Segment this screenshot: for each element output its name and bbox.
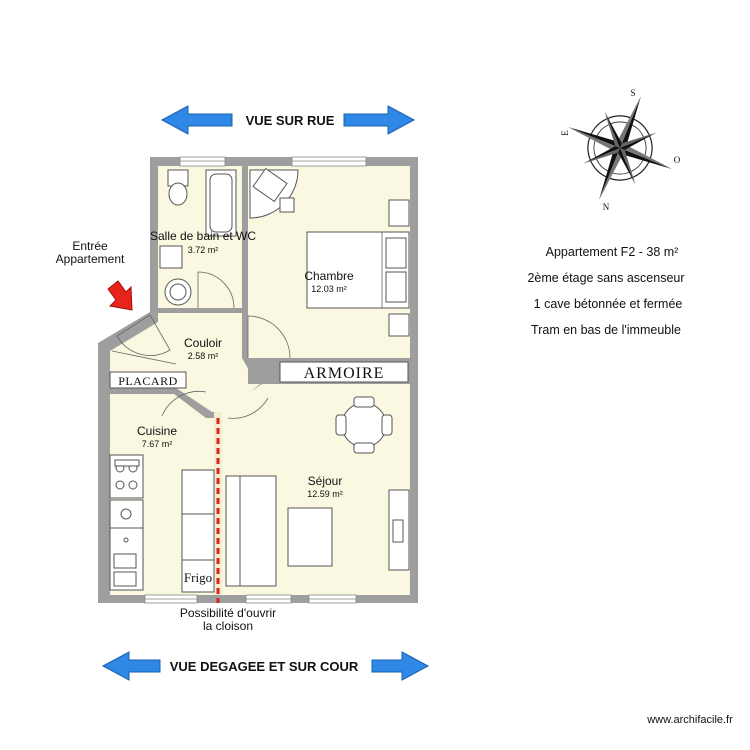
placard-label: PLACARD <box>118 374 178 388</box>
bedroom-area: 12.03 m² <box>311 284 347 294</box>
entry-arrow-icon <box>107 280 133 311</box>
placard-box <box>109 371 187 389</box>
watermark-text: www.archifacile.fr <box>646 714 733 726</box>
bathroom-name: Salle de bain et WC <box>150 229 256 243</box>
bedroom-name: Chambre <box>304 269 354 283</box>
partition-note-line2: la cloison <box>203 619 253 633</box>
info-line-3: 1 cave bétonnée et fermée <box>534 297 683 311</box>
compass-label-bottom: N <box>603 202 610 212</box>
info-line-1: Appartement F2 - 38 m² <box>546 245 679 259</box>
info-line-4: Tram en bas de l'immeuble <box>531 323 681 337</box>
entry-label-line2: Appartement <box>56 252 125 266</box>
bathroom-area: 3.72 m² <box>188 245 219 255</box>
info-line-2: 2ème étage sans ascenseur <box>527 271 684 285</box>
bottom-view-arrow: VUE DEGAGEE ET SUR COUR <box>101 651 430 681</box>
compass-label-left: E <box>560 130 570 136</box>
corridor-name: Couloir <box>184 336 222 350</box>
living-name: Séjour <box>308 474 343 488</box>
top-arrow-left-icon <box>160 105 233 135</box>
kitchen-name: Cuisine <box>137 424 177 438</box>
armoire-box <box>279 361 409 383</box>
kitchen-fixtures <box>109 454 215 593</box>
corridor-area: 2.58 m² <box>188 351 219 361</box>
top-view-arrow: VUE SUR RUE <box>160 105 416 135</box>
top-arrow-right-icon <box>343 105 416 135</box>
bottom-arrow-right-icon <box>371 651 430 681</box>
bathroom-fixtures <box>159 169 237 306</box>
bottom-arrow-left-icon <box>101 651 161 681</box>
bedroom-furniture <box>249 167 410 337</box>
entry-label-line1: Entrée <box>72 239 108 253</box>
fridge-label: Frigo <box>184 570 212 585</box>
compass-rose-icon <box>568 96 672 200</box>
kitchen-area: 7.67 m² <box>142 439 173 449</box>
top-view-label: VUE SUR RUE <box>246 113 335 128</box>
compass-label-right: O <box>674 155 681 165</box>
windows <box>144 156 367 604</box>
doors <box>111 271 291 419</box>
compass-label-top: S <box>630 88 635 98</box>
living-area: 12.59 m² <box>307 489 343 499</box>
bottom-view-label: VUE DEGAGEE ET SUR COUR <box>170 659 359 674</box>
living-furniture <box>225 396 410 587</box>
armoire-label: ARMOIRE <box>304 365 385 382</box>
partition-note-line1: Possibilité d'ouvrir <box>180 606 276 620</box>
